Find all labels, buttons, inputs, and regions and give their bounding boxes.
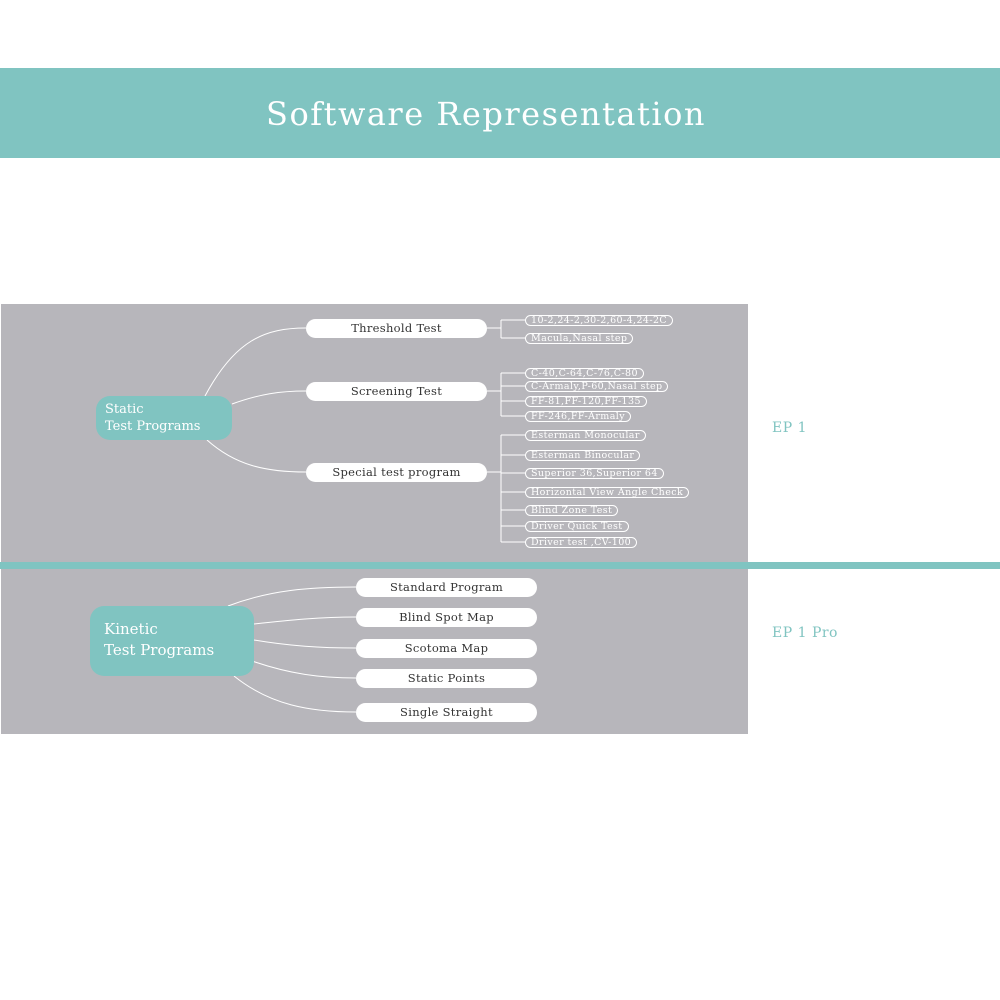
leaf-item: Horizontal View Angle Check (525, 487, 690, 498)
ep1-pro-label: EP 1 Pro (772, 625, 838, 641)
page-title: Software Representation (266, 95, 706, 133)
category-screening-test: Screening Test (306, 382, 487, 401)
kinetic-item-static-points: Static Points (356, 669, 537, 688)
kinetic-item-blind-spot-map: Blind Spot Map (356, 608, 537, 627)
leaf-item: C-40,C-64,C-76,C-80 (525, 368, 644, 379)
category-threshold-test: Threshold Test (306, 319, 487, 338)
leaf-item: Blind Zone Test (525, 505, 619, 516)
ep1-label: EP 1 (772, 420, 807, 436)
leaf-item: Esterman Binocular (525, 450, 641, 461)
leaf-item: FF-246,FF-Armaly (525, 411, 631, 422)
kinetic-item-single-straight: Single Straight (356, 703, 537, 722)
leaf-item: Macula,Nasal step (525, 333, 634, 344)
kinetic-item-scotoma-map: Scotoma Map (356, 639, 537, 658)
leaf-item: Driver test ,CV-100 (525, 537, 638, 548)
category-special-test-program: Special test program (306, 463, 487, 482)
kinetic-item-standard-program: Standard Program (356, 578, 537, 597)
leaf-item: Esterman Monocular (525, 430, 646, 441)
leaf-item: FF-81,FF-120,FF-135 (525, 396, 647, 407)
kinetic-root-node: Kinetic Test Programs (90, 606, 254, 676)
static-root-node: Static Test Programs (96, 396, 232, 440)
leaf-item: C-Armaly,P-60,Nasal step (525, 381, 669, 392)
section-divider (0, 562, 1000, 569)
leaf-item: 10-2,24-2,30-2,60-4,24-2C (525, 315, 674, 326)
header-banner: Software Representation (0, 68, 1000, 158)
leaf-item: Superior 36,Superior 64 (525, 468, 664, 479)
leaf-item: Driver Quick Test (525, 521, 629, 532)
